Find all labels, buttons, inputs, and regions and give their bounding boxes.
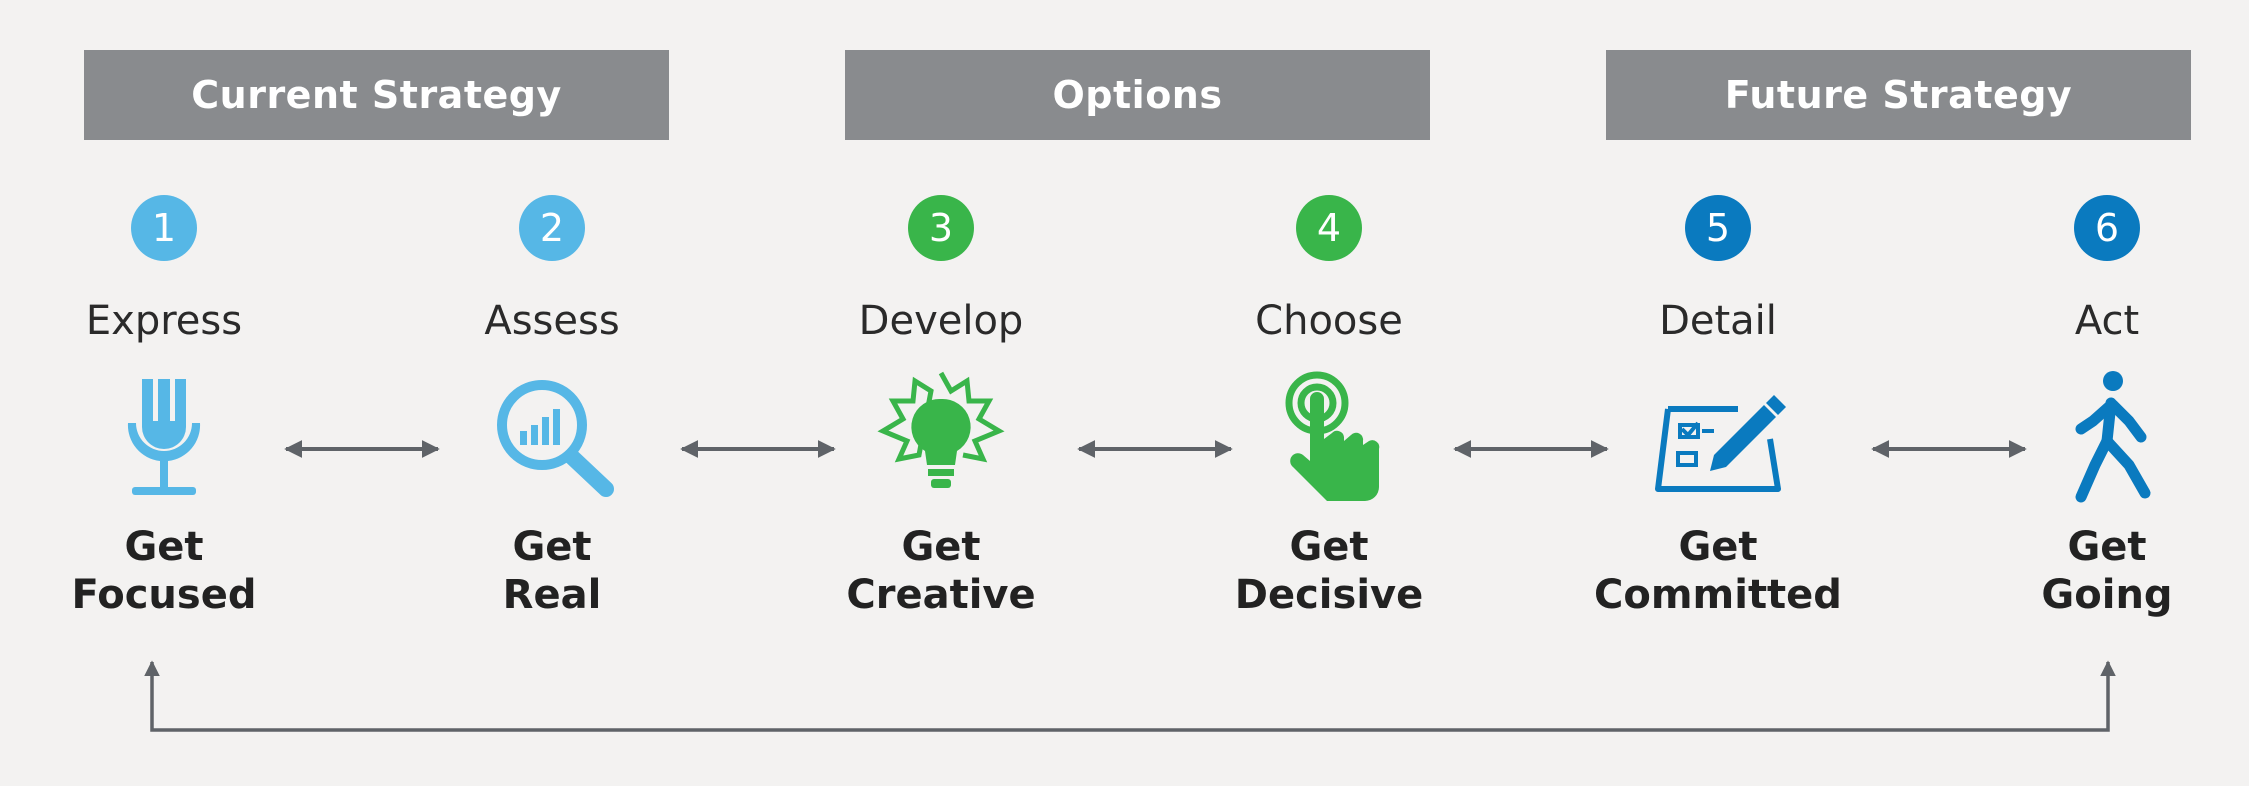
outcome-line-2: Going: [2041, 572, 2173, 618]
step-outcome: Get Committed: [1594, 523, 1842, 619]
step-assess: 2 Assess Get Real: [402, 195, 702, 619]
step-verb: Choose: [1255, 298, 1403, 344]
step-verb: Detail: [1659, 298, 1777, 344]
outcome-line-2: Decisive: [1234, 572, 1424, 618]
outcome-line-1: Get: [2067, 524, 2147, 570]
outcome-line-1: Get: [901, 524, 981, 570]
step-outcome: Get Real: [503, 523, 602, 619]
step-outcome: Get Focused: [72, 523, 257, 619]
step-number-badge: 1: [131, 195, 197, 261]
outcome-line-2: Focused: [71, 572, 257, 618]
step-number-badge: 4: [1296, 195, 1362, 261]
step-verb: Act: [2074, 298, 2140, 344]
outcome-line-1: Get: [1678, 524, 1758, 570]
step-number-badge: 6: [2074, 195, 2140, 261]
outcome-line-1: Get: [124, 524, 204, 570]
outcome-line-2: Creative: [846, 572, 1036, 618]
phase-bar-future-strategy: Future Strategy: [1606, 50, 2191, 140]
outcome-line-2: Committed: [1594, 572, 1842, 618]
step-verb: Express: [85, 298, 243, 344]
feedback-loop-arrow: [144, 660, 2116, 732]
lightbulb-icon: [877, 371, 1005, 488]
step-number-badge: 3: [908, 195, 974, 261]
step-number-badge: 5: [1685, 195, 1751, 261]
step-choose: 4 Choose Get Decisive: [1179, 195, 1479, 619]
outcome-line-2: Real: [502, 572, 602, 618]
magnifier-chart-icon: [497, 380, 614, 497]
step-develop: 3 Develop Get Creative: [791, 195, 1091, 619]
checklist-pen-icon: [1655, 395, 1786, 492]
step-verb: Assess: [484, 298, 620, 344]
step-outcome: Get Decisive: [1235, 523, 1423, 619]
outcome-line-1: Get: [512, 524, 592, 570]
phase-bar-current-strategy: Current Strategy: [84, 50, 669, 140]
walking-person-icon: [2075, 371, 2151, 503]
step-verb: Develop: [858, 298, 1024, 344]
step-act: 6 Act Get Going: [1957, 195, 2249, 619]
tap-finger-icon: [1285, 371, 1380, 501]
outcome-line-1: Get: [1289, 524, 1369, 570]
step-express: 1 Express Get Focused: [14, 195, 314, 619]
step-number-badge: 2: [519, 195, 585, 261]
microphone-icon: [127, 379, 201, 495]
phase-bar-options: Options: [845, 50, 1430, 140]
step-outcome: Get Going: [2041, 523, 2172, 619]
step-outcome: Get Creative: [846, 523, 1035, 619]
step-detail: 5 Detail Get Committed: [1568, 195, 1868, 619]
